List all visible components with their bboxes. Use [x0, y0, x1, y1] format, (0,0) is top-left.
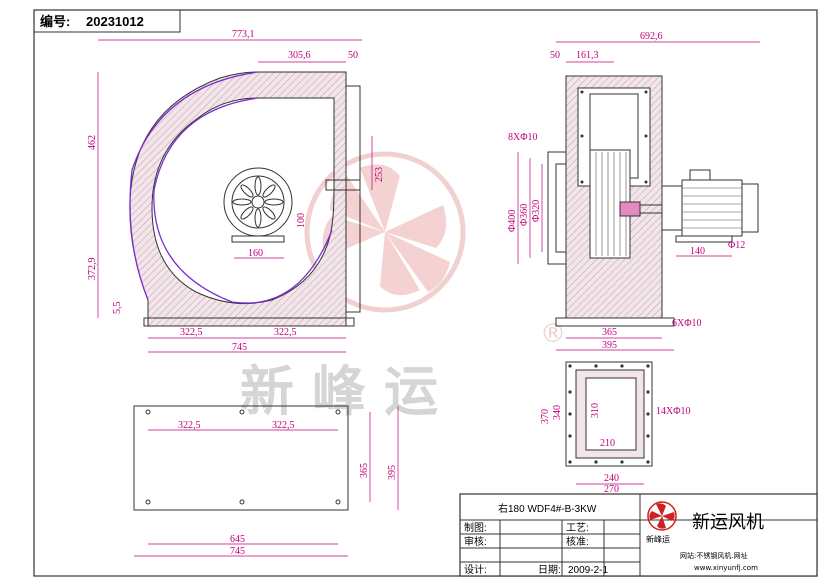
- date-label: 日期:: [538, 564, 561, 576]
- dim-395-base: 395: [387, 465, 398, 480]
- outlet-view: 370 340 310 14XΦ10 210 240 270: [540, 361, 691, 495]
- dim-462: 462: [87, 135, 98, 150]
- dim-645: 645: [230, 534, 245, 545]
- website-url: www.xinyunfj.com: [694, 564, 758, 572]
- base-plan: 322,5 322,5 365 395 645 745: [133, 405, 399, 557]
- dim-50-front: 50: [348, 50, 358, 61]
- dim-270: 270: [604, 484, 619, 495]
- dim-140: 140: [690, 246, 705, 257]
- dim-240: 240: [604, 473, 619, 484]
- dim-310: 310: [590, 403, 601, 418]
- dim-50-side: 50: [550, 50, 560, 61]
- watermark-text: 新峰运: [240, 360, 456, 423]
- craft-label: 工艺:: [566, 522, 589, 534]
- dim-253: 253: [374, 167, 385, 182]
- checked-label: 核准:: [566, 535, 589, 548]
- dim-340: 340: [552, 405, 563, 420]
- dim-322-base-left: 322,5: [178, 420, 201, 431]
- made-by-label: 制图:: [464, 521, 487, 534]
- dim-5-5: 5,5: [112, 302, 123, 315]
- dim-692: 692,6: [640, 31, 663, 42]
- side-view: 692,6 50 161,3 8XΦ10 Φ400 Φ360 Φ320 140 …: [507, 31, 760, 351]
- dim-365-base: 365: [359, 463, 370, 478]
- dim-372: 372,9: [87, 258, 98, 281]
- code-label: 编号:: [40, 14, 70, 29]
- registered-mark: ®: [540, 319, 566, 349]
- dim-210: 210: [600, 438, 615, 449]
- motor: [661, 169, 759, 243]
- dim-745-base: 745: [230, 546, 245, 557]
- dim-365-side: 365: [602, 327, 617, 338]
- drawing-frame: [33, 9, 818, 577]
- company-logo: 新峰运: [646, 501, 677, 544]
- dim-d400: Φ400: [507, 210, 518, 232]
- dim-370: 370: [540, 409, 551, 424]
- dim-322-left: 322,5: [180, 327, 203, 338]
- watermark: 新峰运 ®: [240, 151, 566, 423]
- dim-322-base-right: 322,5: [272, 420, 295, 431]
- reviewed-label: 审核:: [464, 535, 487, 548]
- dim-14xd10: 14XΦ10: [656, 406, 691, 417]
- date-value: 2009-2-1: [568, 565, 608, 576]
- dim-d360: Φ360: [519, 204, 530, 226]
- outlet-flange: [345, 85, 361, 313]
- dim-6xd10: 6XΦ10: [672, 318, 702, 329]
- dim-161: 161,3: [576, 50, 599, 61]
- website-label: 网站:不锈钢风机.网址: [680, 551, 748, 560]
- title-block: 右180 WDF4#-B-3KW 制图: 工艺: 审核: 核准: 设计: 日期:…: [459, 493, 818, 577]
- dim-160: 160: [248, 248, 263, 259]
- dim-745-front: 745: [232, 342, 247, 353]
- dim-395-side: 395: [602, 340, 617, 351]
- code-box: [33, 9, 181, 33]
- designed-label: 设计:: [464, 563, 487, 576]
- drawing-title: 右180 WDF4#-B-3KW: [498, 502, 597, 515]
- drawing-code: 20231012: [86, 14, 144, 29]
- dim-d12: Φ12: [728, 240, 745, 251]
- logo-text: 新峰运: [646, 534, 670, 544]
- dim-322-right: 322,5: [274, 327, 297, 338]
- dim-100: 100: [296, 213, 307, 228]
- motor-end: [223, 167, 293, 237]
- dim-bolts-inlet: 8XΦ10: [508, 132, 538, 143]
- dim-d320: Φ320: [531, 200, 542, 222]
- company-name: 新运风机: [692, 512, 764, 533]
- dim-305: 305,6: [288, 50, 311, 61]
- front-view: 773,1 305,6 50 462 372,9 5,5 253 322,5 3…: [87, 29, 385, 353]
- dim-773: 773,1: [232, 29, 255, 40]
